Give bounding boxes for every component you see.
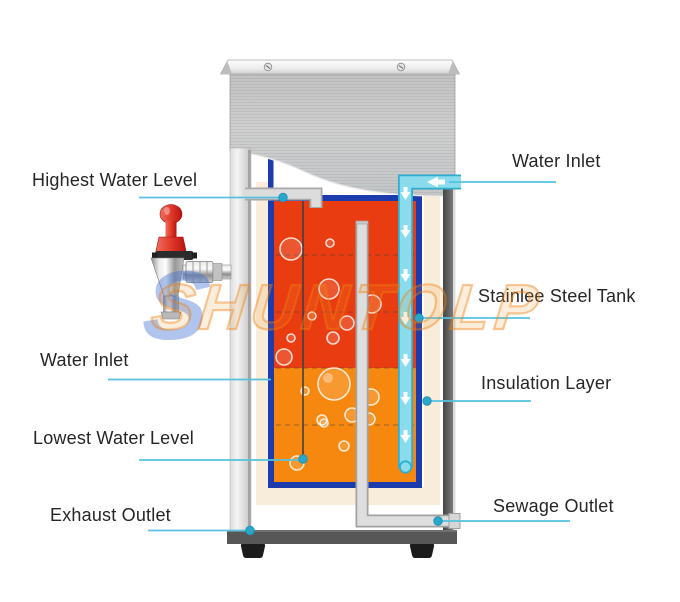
top-lid bbox=[219, 59, 461, 75]
label-water-inlet-left: Water Inlet bbox=[40, 350, 129, 370]
flow-arrows bbox=[400, 176, 445, 443]
leader-dots bbox=[245, 192, 443, 536]
water-bubbles bbox=[275, 237, 382, 471]
base bbox=[227, 530, 457, 558]
lid-screws bbox=[263, 62, 406, 72]
tap bbox=[150, 204, 232, 320]
bottom-bar bbox=[227, 530, 457, 544]
left-foot bbox=[240, 544, 266, 558]
left-frame bbox=[229, 147, 252, 533]
label-lowest-water-level: Lowest Water Level bbox=[33, 428, 195, 448]
label-highest-water-level: Highest Water Level bbox=[32, 170, 198, 190]
tap-handle-ball bbox=[159, 204, 183, 224]
insulation-layer bbox=[256, 182, 440, 505]
right-foot bbox=[409, 544, 435, 558]
label-water-inlet-top: Water Inlet bbox=[512, 151, 601, 171]
right-wall bbox=[443, 188, 456, 532]
stainless-steel-tank bbox=[268, 195, 422, 488]
label-exhaust-outlet: Exhaust Outlet bbox=[50, 505, 171, 525]
tap-handle-stem bbox=[165, 221, 177, 239]
water-inlet-pipe bbox=[398, 174, 461, 474]
overflow-pipe bbox=[245, 187, 323, 208]
hot-water-zone bbox=[274, 201, 416, 368]
tank-wall-upper-line bbox=[268, 150, 274, 202]
tap-spout bbox=[163, 295, 179, 313]
label-sewage-outlet: Sewage Outlet bbox=[493, 496, 614, 516]
label-insulation-layer: Insulation Layer bbox=[481, 373, 612, 393]
label-stainless-steel-tank: Stainlee Steel Tank bbox=[478, 286, 636, 306]
leader-lines bbox=[108, 181, 570, 532]
water-level-dashed-lines bbox=[276, 254, 414, 426]
